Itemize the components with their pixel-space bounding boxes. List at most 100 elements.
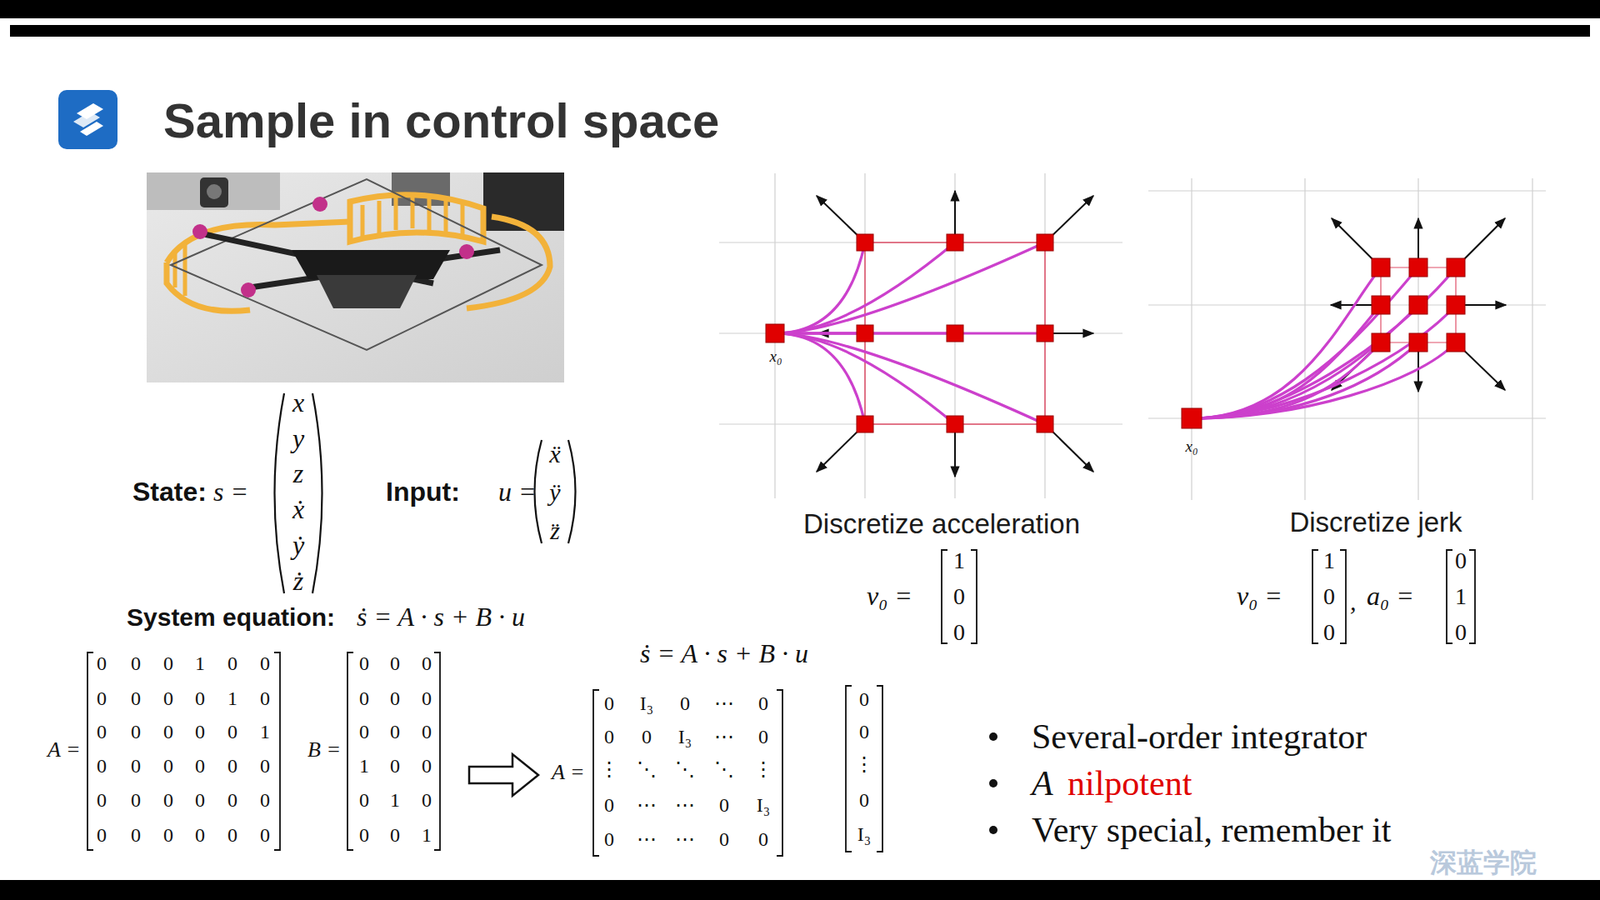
matrix-entry: I₃	[678, 726, 692, 748]
matrix-entry: ⋮	[599, 759, 620, 780]
matrix-entry: 0	[96, 653, 107, 675]
matrix-entry: ⋯	[636, 795, 657, 816]
diagram-caption: Discretize acceleration	[803, 510, 1080, 540]
top-band	[0, 0, 1600, 19]
matrix-entry: 0	[163, 653, 174, 675]
matrix-entry: 0	[130, 825, 141, 846]
matrix-entry: 0	[758, 726, 769, 748]
matrix-entry: 0	[359, 653, 370, 675]
matrix-entry: 0	[130, 721, 141, 743]
vector-entry: x	[292, 389, 305, 418]
matrix-entry: ⋱	[636, 759, 657, 780]
sample-squares	[1181, 258, 1465, 429]
matrix-entry: 0	[163, 825, 174, 846]
start-label: x₀	[769, 348, 782, 365]
matrix-entry: 0	[390, 755, 400, 777]
bullet-text: Several-order integrator	[1031, 718, 1367, 755]
matrix-entry: 0	[260, 653, 270, 675]
matrix-entry: 0	[260, 755, 270, 777]
field-label: State:	[132, 478, 207, 507]
matrix-entry: 0	[195, 755, 205, 777]
bullet-text: Very special, remember it	[1031, 811, 1391, 849]
math-label: v₀ =	[866, 582, 913, 611]
matrix-entry: ⋱	[675, 759, 695, 780]
diagram-caption: Discretize jerk	[1289, 508, 1462, 538]
matrix-entry: 0	[260, 825, 270, 846]
vector-entry: z̈	[550, 517, 560, 545]
matrix-entry: 0	[359, 825, 370, 846]
equation: ṡ = A · s + B · u	[640, 640, 809, 669]
matrix-entry: ⋮	[753, 759, 774, 780]
matrix-entry: ⋯	[675, 795, 695, 816]
matrix-entry: 0	[195, 721, 205, 743]
velocity-arrows	[816, 190, 1094, 477]
matrix-entry: 0	[859, 790, 870, 811]
matrix-entry: 1	[421, 825, 432, 846]
matrix-entry: 1	[227, 688, 238, 710]
matrix-entry: 0	[359, 688, 370, 710]
separator: ,	[1350, 588, 1357, 615]
math-label: v₀ =	[1236, 582, 1283, 611]
matrix-entry: 0	[260, 790, 270, 811]
matrix-entry: ⋯	[714, 726, 735, 748]
matrix-entry: 0	[758, 693, 769, 715]
vector-entry: ż	[293, 567, 304, 596]
matrix-entry: ⋯	[636, 829, 657, 850]
sample-squares	[765, 234, 1054, 433]
matrix-entry: 0	[680, 693, 690, 715]
trajectories	[1191, 267, 1456, 419]
watermark: 深蓝学院	[1430, 849, 1537, 878]
bottom-band	[0, 880, 1600, 900]
highlight-text: nilpotent	[1067, 765, 1192, 802]
matrix-entry: 0	[421, 790, 432, 811]
matrix-entry: 1	[260, 721, 270, 743]
matrix-entry: I₃	[756, 795, 770, 816]
matrix-entry: 0	[227, 721, 238, 743]
matrix-entry: 0	[421, 653, 432, 675]
matrix-entry: 0	[260, 688, 270, 710]
vector-entry: 0	[1323, 620, 1335, 645]
matrix-entry: 0	[390, 653, 400, 675]
bullet-dots	[989, 732, 998, 835]
math-label: u =	[498, 478, 537, 507]
vector-parens	[275, 393, 576, 594]
vector-entry: 0	[1455, 548, 1467, 573]
matrix-entry: 0	[163, 721, 174, 743]
matrix-entry: 0	[390, 721, 400, 743]
matrix-entry: 0	[604, 795, 615, 816]
matrix-entry: 0	[604, 726, 615, 748]
matrix-entry: 0	[130, 688, 141, 710]
vector-entry: 0	[953, 620, 965, 645]
matrix-entry: 0	[421, 755, 432, 777]
matrix-entry: ⋯	[675, 829, 695, 850]
matrix-entry: 0	[359, 790, 370, 811]
vector-entry: ẏ	[292, 531, 305, 560]
drone-photo	[146, 172, 565, 383]
matrix-entry: 0	[163, 790, 174, 811]
vector-entry: 0	[953, 584, 965, 609]
matrix-entry: 0	[163, 755, 174, 777]
matrix-entry: 0	[719, 829, 730, 850]
matrix-entry: 0	[195, 825, 205, 846]
matrix-entry: 0	[227, 825, 238, 846]
trajectories	[775, 242, 1045, 425]
start-label: x₀	[1185, 438, 1198, 455]
matrix-entry: 0	[96, 688, 107, 710]
matrix-entry: 0	[227, 653, 238, 675]
matrix-entry: 0	[641, 726, 652, 748]
matrix-entry: 0	[195, 688, 205, 710]
matrix-entry: 0	[359, 721, 370, 743]
matrix-entry: 0	[390, 688, 400, 710]
matrix-entry: I₃	[640, 693, 654, 715]
matrix-entry: 1	[195, 653, 205, 675]
matrix-name: A =	[551, 760, 585, 784]
vector-entry: 0	[1455, 620, 1467, 645]
matrix-entry: 0	[604, 829, 615, 850]
matrix-entry: 1	[359, 755, 370, 777]
matrix-entry: 0	[96, 721, 107, 743]
matrix-entry: ⋱	[714, 759, 735, 780]
vector-entry: z	[293, 460, 304, 489]
matrix-entry: 1	[390, 790, 400, 811]
matrix-brackets	[87, 550, 1475, 856]
